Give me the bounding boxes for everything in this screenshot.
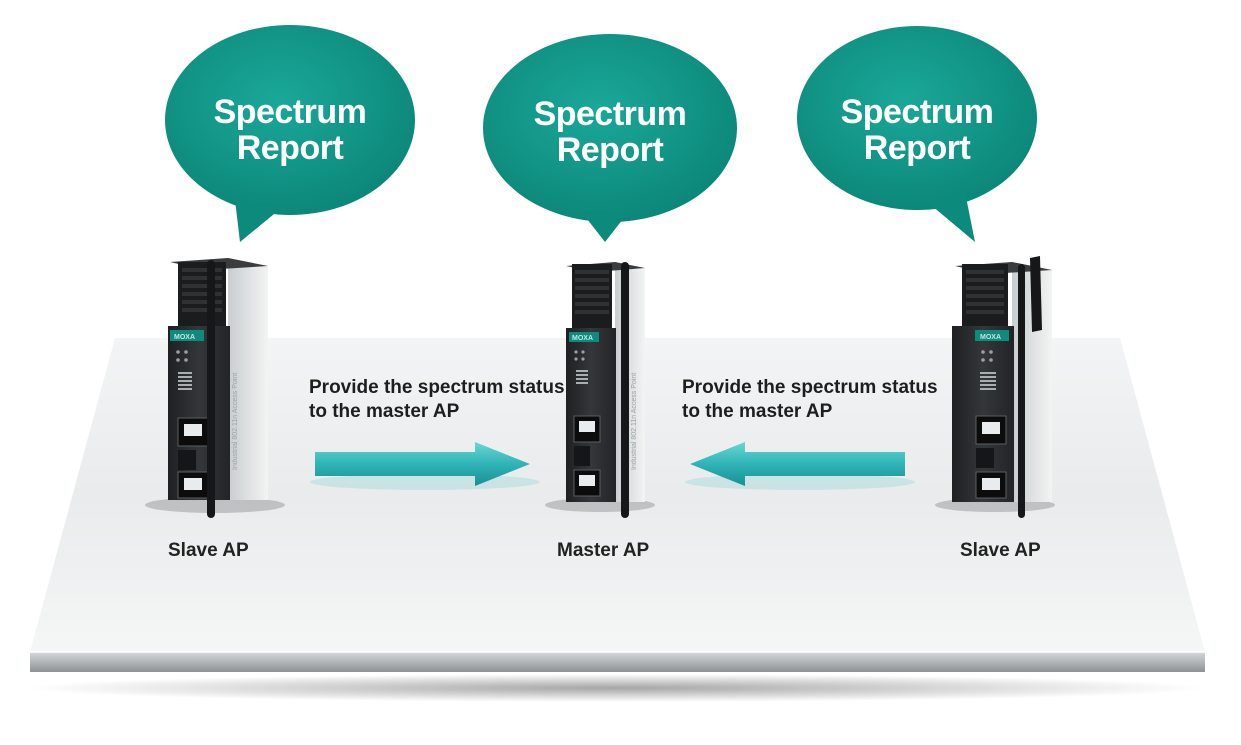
device-brand-center: MOXA xyxy=(572,335,593,342)
bubble-text-right: Spectrum Report xyxy=(827,94,1007,166)
bubble-line1: Spectrum xyxy=(840,93,994,131)
device-brand-left: MOXA xyxy=(174,334,195,341)
device-side-text-center: Industrial 802.11n Access Point xyxy=(631,373,638,470)
bubble-line2: Report xyxy=(556,131,664,169)
device-label-left: Slave AP xyxy=(168,540,249,561)
device-brand-right: MOXA xyxy=(980,334,1001,341)
speech-bubble-center xyxy=(483,34,737,242)
device-side-text-left: Industrial 802.11n Access Point xyxy=(232,373,239,470)
bubble-line2: Report xyxy=(236,129,344,167)
access-point-device-right: MOXA xyxy=(935,256,1055,518)
link-text-left: Provide the spectrum status to the maste… xyxy=(309,376,565,424)
speech-bubble-right xyxy=(797,26,1037,242)
arrow-right xyxy=(310,442,540,490)
bubble-text-left: Spectrum Report xyxy=(200,94,380,166)
bubble-line1: Spectrum xyxy=(213,93,367,131)
link-line2: to the master AP xyxy=(309,401,460,422)
access-point-device-left: MOXA Industrial 802.11n Access Point xyxy=(145,258,285,518)
speech-bubble-left xyxy=(165,25,415,242)
link-text-right: Provide the spectrum status to the maste… xyxy=(682,376,938,424)
arrow-left xyxy=(685,442,915,490)
access-point-device-center: MOXA Industrial 802.11n Access Point xyxy=(545,262,655,518)
link-line2: to the master AP xyxy=(682,401,833,422)
link-line1: Provide the spectrum status xyxy=(682,377,938,398)
bubble-line1: Spectrum xyxy=(533,95,687,133)
link-line1: Provide the spectrum status xyxy=(309,377,565,398)
device-label-right: Slave AP xyxy=(960,540,1041,561)
bubble-line2: Report xyxy=(863,129,971,167)
bubble-text-center: Spectrum Report xyxy=(520,96,700,168)
device-label-center: Master AP xyxy=(557,540,650,561)
